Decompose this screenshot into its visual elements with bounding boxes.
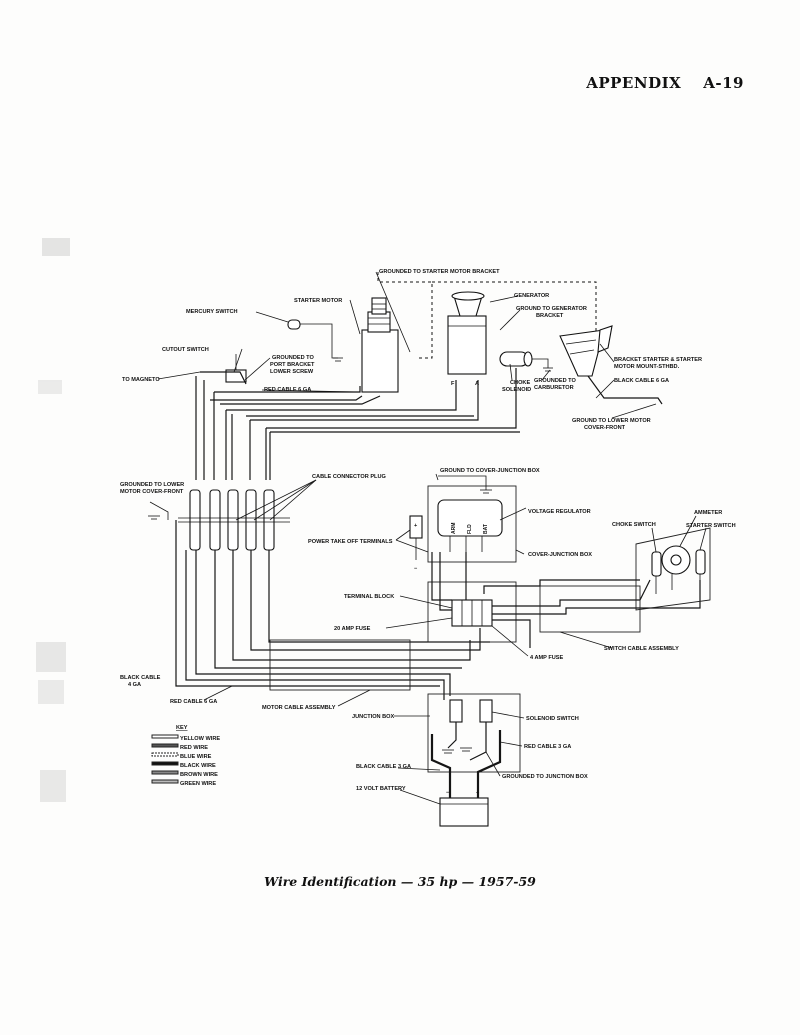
key-item: BROWN WIRE (180, 772, 218, 778)
key-item: YELLOW WIRE (180, 736, 220, 742)
motor-cable-assembly-box (269, 639, 411, 691)
diagram-labels: GROUNDED TO STARTER MOTOR BRACKET STARTE… (120, 269, 736, 796)
page-header: APPENDIX A-19 (586, 74, 744, 92)
upper-harness (195, 368, 520, 480)
label-grounded-port-3: LOWER SCREW (270, 369, 314, 375)
key-item: BLUE WIRE (180, 754, 212, 760)
label-solenoid-switch: SOLENOID SWITCH (526, 716, 579, 722)
key-legend-swatches (151, 734, 179, 784)
label-mercury-switch: MERCURY SWITCH (186, 309, 238, 315)
label-ground-generator-2: BRACKET (536, 313, 564, 319)
label-black-cable-4ga-2: 4 GA (128, 682, 141, 688)
label-cable-connector-plug: CABLE CONNECTOR PLUG (312, 474, 386, 480)
label-switch-cable-assembly: SWITCH CABLE ASSEMBLY (604, 646, 679, 652)
label-starter-switch: STARTER SWITCH (686, 523, 736, 529)
label-reg-fld: FLD (467, 524, 473, 534)
label-black-cable-4ga-1: BLACK CABLE (120, 675, 161, 681)
label-black-cable-3ga: BLACK CABLE 3 GA (356, 764, 411, 770)
label-plus: + (414, 523, 418, 529)
label-red-cable-6ga-bottom: RED CABLE 6 GA (170, 699, 217, 705)
choke-solenoid (499, 351, 553, 372)
label-voltage-regulator: VOLTAGE REGULATOR (528, 509, 591, 515)
mercury-switch (287, 319, 343, 362)
leader-lines (157, 271, 707, 805)
generator (447, 291, 487, 375)
battery (430, 730, 502, 827)
left-ground (148, 501, 169, 520)
label-ground-generator-1: GROUND TO GENERATOR (516, 306, 587, 312)
starter-ground-dashed (377, 272, 597, 359)
label-black-cable-6ga-top: BLACK CABLE 6 GA (614, 378, 669, 384)
label-ground-lower-right-2: COVER-FRONT (584, 425, 626, 431)
page-number: A-19 (703, 74, 744, 92)
label-grounded-lower-left-1: GROUNDED TO LOWER (120, 482, 184, 488)
label-bracket-starter-1: BRACKET STARTER & STARTER (614, 357, 702, 363)
label-choke-solenoid-1: CHOKE (510, 380, 530, 386)
label-terminal-block: TERMINAL BLOCK (344, 594, 394, 600)
label-gen-f: F (451, 381, 455, 387)
key-legend: KEY YELLOW WIRE RED WIRE BLUE WIRE BLACK… (176, 725, 220, 787)
section-title: APPENDIX (586, 74, 682, 92)
label-junction-box: JUNCTION BOX (352, 714, 395, 720)
label-power-takeoff: POWER TAKE OFF TERMINALS (308, 539, 393, 545)
label-grounded-port-1: GROUNDED TO (272, 355, 315, 361)
dash-switch-panel (635, 527, 711, 611)
label-generator: GENERATOR (514, 293, 549, 299)
label-to-magneto: TO MAGNETO (122, 377, 160, 383)
label-minus: − (414, 566, 418, 572)
switch-cable-assembly-box (539, 585, 641, 633)
starter-bracket (559, 325, 663, 405)
lower-harness (175, 520, 490, 700)
label-motor-cable-assembly: MOTOR CABLE ASSEMBLY (262, 705, 336, 711)
label-battery-minus: − (446, 790, 450, 796)
scan-bleed-marks (36, 238, 70, 802)
label-grounded-carb-2: CARBURETOR (534, 385, 574, 391)
figure-caption: Wire Identification — 35 hp — 1957-59 (264, 874, 536, 889)
junction-box-lower (427, 693, 521, 773)
key-item: RED WIRE (180, 745, 208, 751)
label-reg-arm: ARM (451, 523, 457, 534)
label-red-cable-3ga: RED CABLE 3 GA (524, 744, 571, 750)
starter-motor (361, 297, 399, 393)
label-gen-a: A (475, 381, 479, 387)
label-ground-lower-right-1: GROUND TO LOWER MOTOR (572, 418, 651, 424)
label-cutout-switch: CUTOUT SWITCH (162, 347, 209, 353)
key-item: BLACK WIRE (180, 763, 216, 769)
label-ammeter: AMMETER (694, 510, 722, 516)
label-20-amp-fuse: 20 AMP FUSE (334, 626, 371, 632)
label-battery-plus: + (476, 790, 480, 796)
label-bracket-starter-2: MOTOR MOUNT-STHBD. (614, 364, 680, 370)
label-cover-junction-box: COVER-JUNCTION BOX (528, 552, 592, 558)
label-grounded-junction-box: GROUNDED TO JUNCTION BOX (502, 774, 588, 780)
label-grounded-lower-left-2: MOTOR COVER-FRONT (120, 489, 184, 495)
label-choke-switch: CHOKE SWITCH (612, 522, 656, 528)
label-starter-motor: STARTER MOTOR (294, 298, 342, 304)
label-choke-solenoid-2: SOLENOID (502, 387, 531, 393)
label-ground-cover-junction: GROUND TO COVER-JUNCTION BOX (440, 468, 540, 474)
label-grounded-starter-bracket: GROUNDED TO STARTER MOTOR BRACKET (379, 269, 500, 275)
key-item: GREEN WIRE (180, 781, 216, 787)
key-title: KEY (176, 725, 188, 731)
label-12-volt-battery: 12 VOLT BATTERY (356, 786, 406, 792)
label-4-amp-fuse: 4 AMP FUSE (530, 655, 564, 661)
label-grounded-port-2: PORT BRACKET (270, 362, 315, 368)
cover-junction-box (409, 475, 517, 563)
label-red-cable-6ga-top: RED CABLE 6 GA (264, 387, 311, 393)
cable-connector-plugs (178, 489, 290, 551)
label-reg-bat: BAT (483, 524, 489, 534)
label-grounded-carb-1: GROUNDED TO (534, 378, 577, 384)
